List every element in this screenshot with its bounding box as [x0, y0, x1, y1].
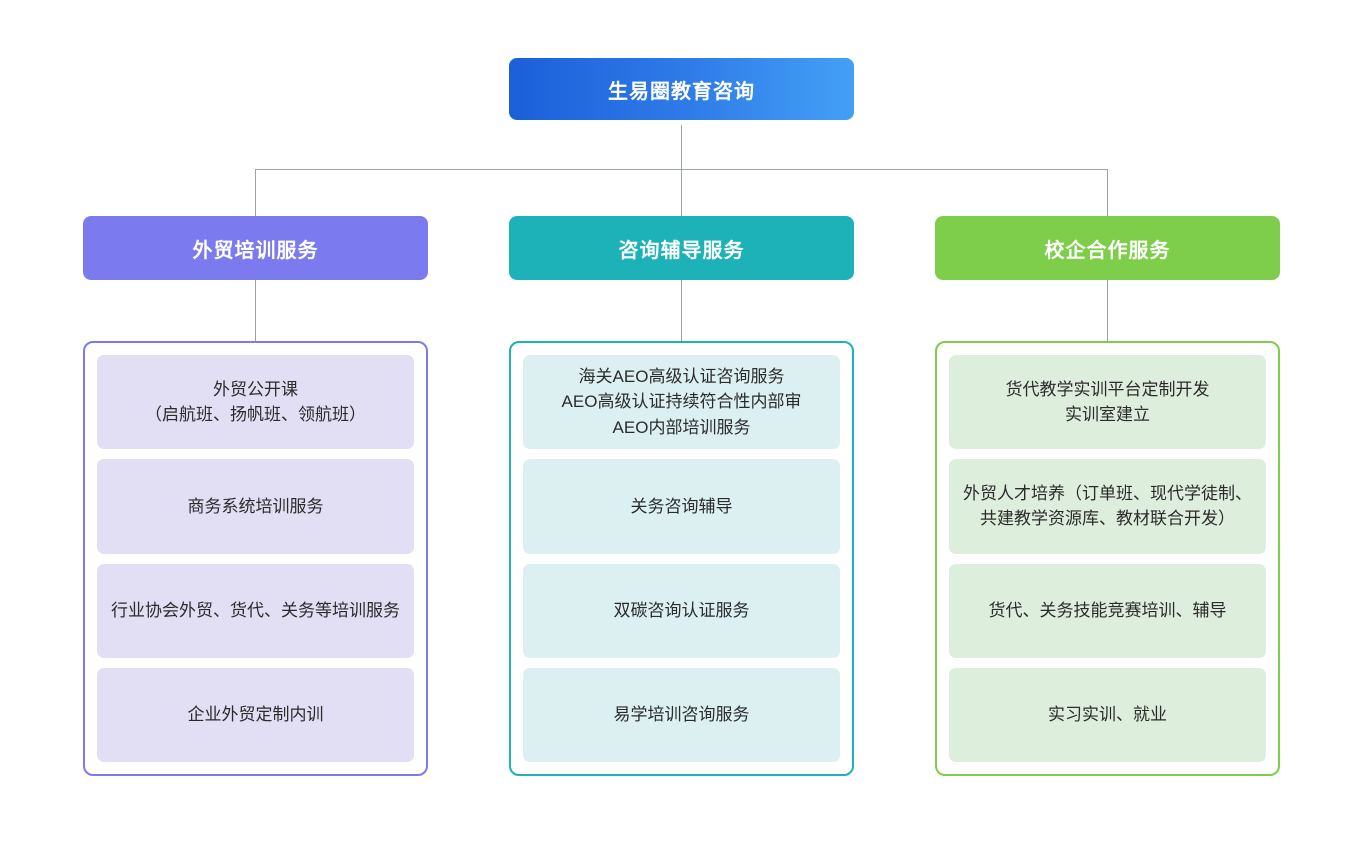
group-box-column-2: 海关AEO高级认证咨询服务 AEO高级认证持续符合性内部审 AEO内部培训服务 … — [509, 341, 854, 776]
leaf-item[interactable]: 货代教学实训平台定制开发 实训室建立 — [949, 355, 1266, 450]
category-header-waimao-peixun[interactable]: 外贸培训服务 — [83, 216, 428, 280]
leaf-item[interactable]: 货代、关务技能竞赛培训、辅导 — [949, 563, 1266, 658]
category-header-label: 外贸培训服务 — [192, 239, 319, 262]
group-box-column-3: 货代教学实训平台定制开发 实训室建立 外贸人才培养（订单班、现代学徒制、共建教学… — [935, 341, 1280, 776]
leaf-item[interactable]: 易学培训咨询服务 — [523, 667, 840, 762]
connector-branch-middle — [681, 169, 682, 216]
connector-stub-column-2 — [681, 280, 682, 342]
leaf-item[interactable]: 外贸人才培养（订单班、现代学徒制、共建教学资源库、教材联合开发） — [949, 459, 1266, 554]
connector-stub-column-1 — [255, 280, 256, 342]
connector-root-vertical — [681, 125, 682, 170]
leaf-item[interactable]: 关务咨询辅导 — [523, 459, 840, 554]
leaf-item[interactable]: 商务系统培训服务 — [97, 459, 414, 554]
leaf-item[interactable]: 企业外贸定制内训 — [97, 667, 414, 762]
connector-stub-column-3 — [1107, 280, 1108, 342]
group-box-column-1: 外贸公开课 （启航班、扬帆班、领航班） 商务系统培训服务 行业协会外贸、货代、关… — [83, 341, 428, 776]
category-header-zixun-fudao[interactable]: 咨询辅导服务 — [509, 216, 854, 280]
connector-branch-left — [255, 169, 256, 216]
leaf-item[interactable]: 双碳咨询认证服务 — [523, 563, 840, 658]
leaf-item[interactable]: 海关AEO高级认证咨询服务 AEO高级认证持续符合性内部审 AEO内部培训服务 — [523, 355, 840, 450]
leaf-item[interactable]: 外贸公开课 （启航班、扬帆班、领航班） — [97, 355, 414, 450]
category-header-xiaoqi-hezuo[interactable]: 校企合作服务 — [935, 216, 1280, 280]
connector-branch-right — [1107, 169, 1108, 216]
category-header-label: 咨询辅导服务 — [618, 239, 745, 262]
root-node[interactable]: 生易圈教育咨询 — [509, 58, 854, 120]
leaf-item[interactable]: 行业协会外贸、货代、关务等培训服务 — [97, 563, 414, 658]
root-node-label: 生易圈教育咨询 — [608, 80, 755, 103]
category-header-label: 校企合作服务 — [1044, 239, 1171, 262]
leaf-item[interactable]: 实习实训、就业 — [949, 667, 1266, 762]
